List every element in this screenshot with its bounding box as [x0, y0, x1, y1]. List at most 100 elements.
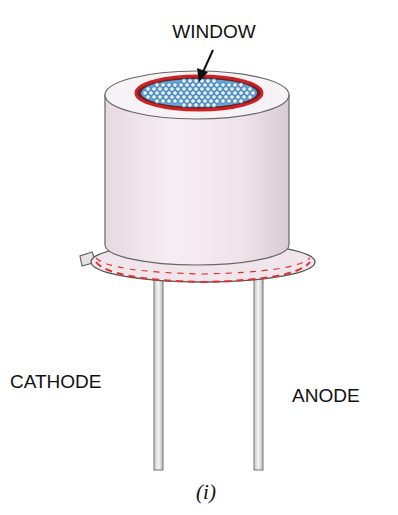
- window-cell: [206, 87, 211, 92]
- window-cell: [146, 95, 151, 100]
- leader-arrow: [203, 50, 213, 72]
- window-cell: [191, 99, 196, 104]
- window-cell: [245, 91, 250, 96]
- window-cell: [230, 95, 235, 100]
- window-cell: [230, 87, 235, 92]
- window-cell: [167, 83, 172, 88]
- window-cell: [179, 83, 184, 88]
- window-cell: [215, 99, 220, 104]
- window-cell: [170, 95, 175, 100]
- window-cell: [239, 83, 244, 88]
- window-cell: [188, 79, 193, 84]
- window-cell: [170, 87, 175, 92]
- window-cell: [200, 87, 205, 92]
- window-cell: [188, 95, 193, 100]
- window-cell: [152, 95, 157, 100]
- window-cell: [185, 83, 190, 88]
- window-cell: [209, 83, 214, 88]
- window-cell: [218, 87, 223, 92]
- window-cell: [143, 91, 148, 96]
- window-cell: [233, 99, 238, 104]
- window-cell: [242, 95, 247, 100]
- window-cell: [206, 79, 211, 84]
- window-cell: [227, 83, 232, 88]
- window-cell: [212, 95, 217, 100]
- window-cell: [182, 95, 187, 100]
- window-cell: [194, 79, 199, 84]
- window-cell: [188, 103, 193, 108]
- window-cell: [173, 99, 178, 104]
- window-cell: [191, 83, 196, 88]
- window-cell: [206, 103, 211, 108]
- figure-caption: (i): [196, 482, 216, 503]
- window-cell: [194, 95, 199, 100]
- window-cell: [146, 87, 151, 92]
- window-cell: [212, 103, 217, 108]
- arrow-head: [197, 68, 208, 82]
- window-cell: [203, 83, 208, 88]
- can-body: [105, 95, 289, 265]
- window-cell: [209, 99, 214, 104]
- window-cell: [242, 87, 247, 92]
- window-cell: [203, 91, 208, 96]
- window-cell: [239, 91, 244, 96]
- window-cell: [179, 99, 184, 104]
- window-cell: [167, 99, 172, 104]
- window-cell: [248, 95, 253, 100]
- window-cell: [194, 103, 199, 108]
- window-cell: [236, 87, 241, 92]
- cathode-label: CATHODE: [10, 372, 101, 391]
- window-cell: [209, 91, 214, 96]
- window-cell: [200, 103, 205, 108]
- window-cell: [224, 95, 229, 100]
- window-cell: [155, 99, 160, 104]
- window-cell: [185, 99, 190, 104]
- window-label: WINDOW: [172, 22, 255, 41]
- window-glass: [141, 79, 257, 107]
- window-cell: [206, 95, 211, 100]
- window-cell: [191, 91, 196, 96]
- window-cell: [197, 83, 202, 88]
- cathode-lead: [154, 268, 163, 470]
- window-cell: [215, 83, 220, 88]
- window-cell: [227, 99, 232, 104]
- window-cell: [158, 87, 163, 92]
- window-cell: [188, 87, 193, 92]
- window-cell: [155, 83, 160, 88]
- window-cell: [173, 91, 178, 96]
- window-cell: [197, 91, 202, 96]
- can-top: [105, 71, 289, 119]
- window-cell: [182, 103, 187, 108]
- window-cell: [248, 87, 253, 92]
- window-cell: [251, 91, 256, 96]
- window-cell: [161, 83, 166, 88]
- window-cell: [212, 79, 217, 84]
- window-cell: [155, 91, 160, 96]
- window-cell: [233, 83, 238, 88]
- window-cell: [152, 87, 157, 92]
- window-cell: [179, 91, 184, 96]
- window-cell: [215, 91, 220, 96]
- window-cell: [236, 95, 241, 100]
- window-cell: [227, 91, 232, 96]
- window-cell: [176, 87, 181, 92]
- window-cell: [176, 95, 181, 100]
- window-cell: [221, 83, 226, 88]
- window-cell: [239, 99, 244, 104]
- window-cell: [149, 91, 154, 96]
- window-cell: [164, 87, 169, 92]
- window-cell: [203, 99, 208, 104]
- window-cell: [212, 87, 217, 92]
- window-cell: [185, 91, 190, 96]
- window-cell: [158, 95, 163, 100]
- window-cell: [233, 91, 238, 96]
- window-cell: [167, 91, 172, 96]
- window-cell: [161, 91, 166, 96]
- window-cell: [221, 91, 226, 96]
- window-cell: [164, 95, 169, 100]
- window-cell: [173, 83, 178, 88]
- window-cell: [182, 79, 187, 84]
- window-cell: [200, 95, 205, 100]
- window-cell: [221, 99, 226, 104]
